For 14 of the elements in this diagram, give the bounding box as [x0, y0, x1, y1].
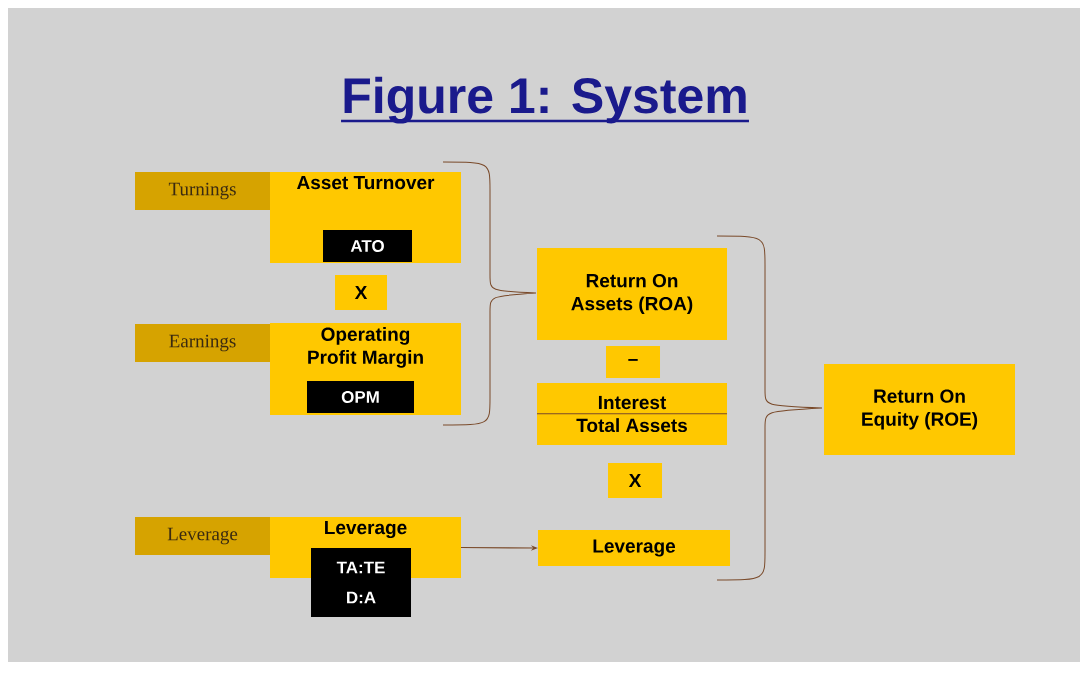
metric-box: Return On Assets (ROA) [537, 248, 727, 340]
ratio-box: TA:TE D:A [311, 548, 411, 617]
category-label: Earnings [135, 324, 270, 362]
category-label: Leverage [135, 517, 270, 555]
title: Figure 1: System [344, 76, 746, 124]
operator-box: – [606, 346, 660, 378]
metric-box: Return On Equity (ROE) [824, 364, 1015, 455]
category-label: Turnings [135, 172, 270, 210]
operator-box: X [335, 275, 387, 310]
fraction-box: Interest Total Assets [536, 383, 728, 445]
ratio-box: ATO [323, 230, 412, 262]
ratio-box: OPM [307, 381, 414, 413]
metric-box: Leverage [538, 530, 730, 566]
operator-box: X [608, 463, 662, 498]
